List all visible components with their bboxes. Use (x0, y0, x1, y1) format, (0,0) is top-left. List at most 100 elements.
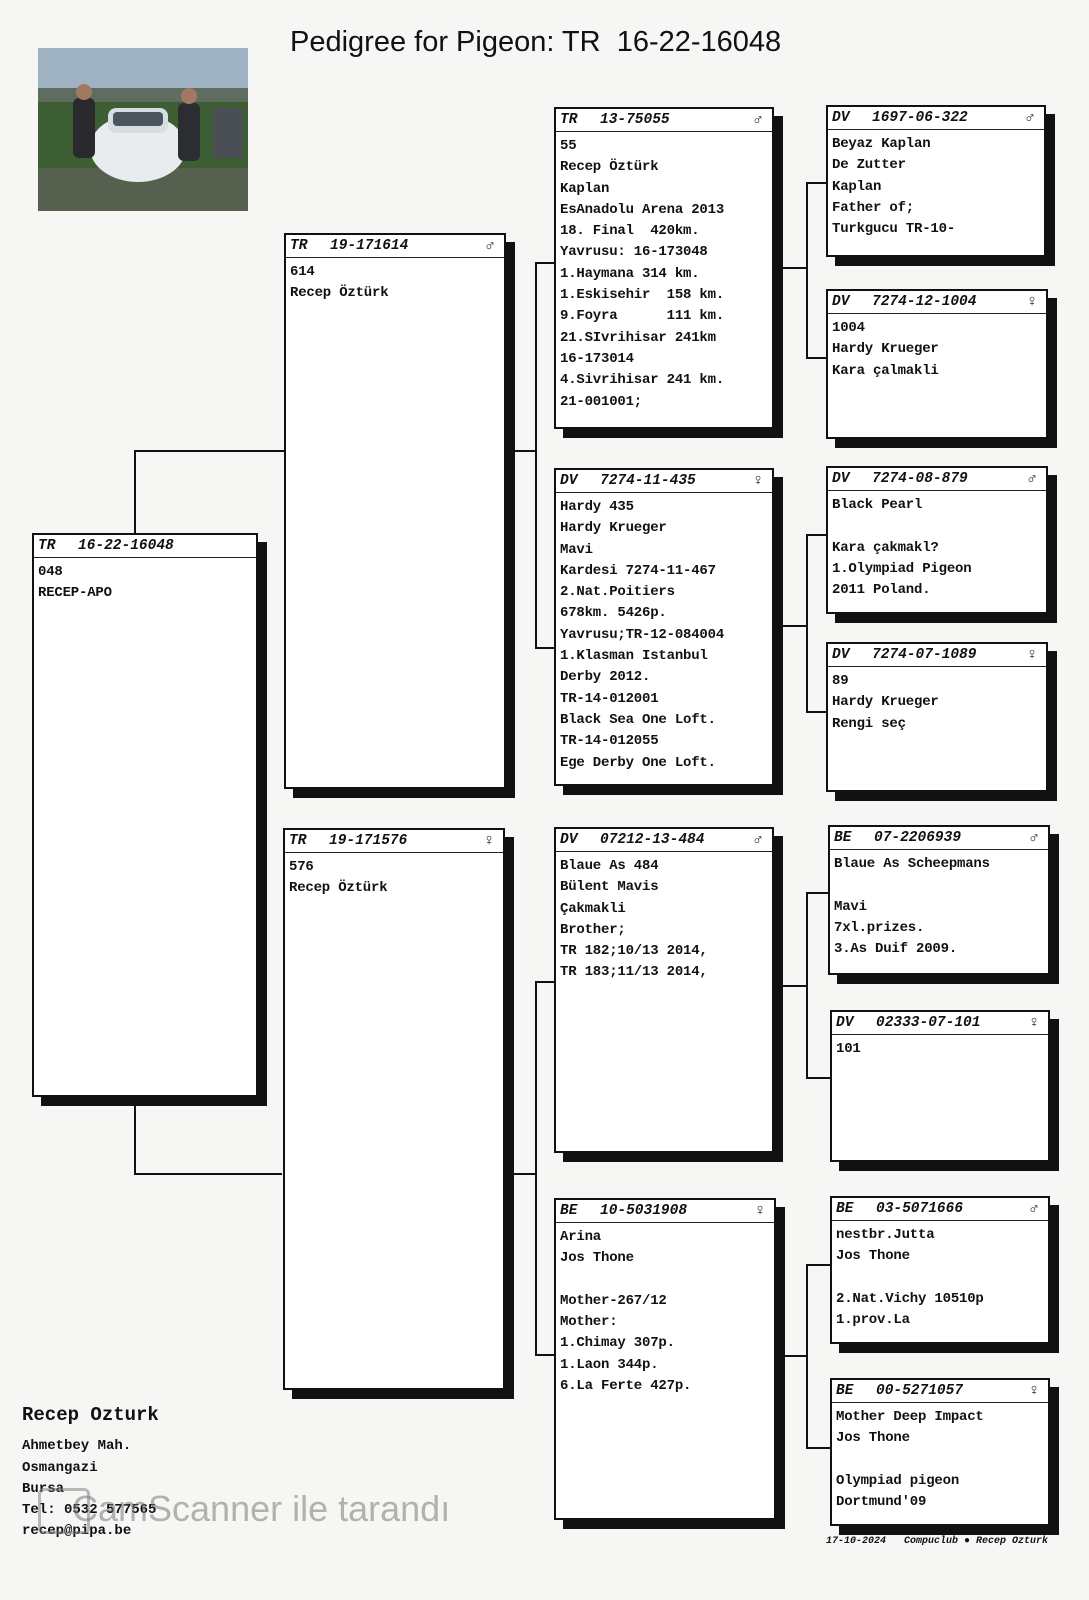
pigeon-info-line: Black Sea One Loft. (560, 711, 716, 728)
pigeon-info-line: TR 182;10/13 2014, (560, 943, 708, 960)
pigeon-info-line: De Zutter (832, 157, 906, 174)
owner-name: Recep Ozturk (22, 1404, 159, 1426)
pigeon-info-line (834, 875, 1044, 896)
pigeon-info-line: TR-14-012055 (560, 733, 659, 750)
pigeon-info-line: TR 183;11/13 2014, (560, 964, 708, 981)
pigeon-info-line: Mother Deep Impact (836, 1409, 984, 1425)
country-code: BE (836, 1383, 854, 1399)
country-code: DV (832, 471, 850, 487)
pigeon-info-line: Blaue As 484 (560, 858, 659, 874)
connector (806, 534, 827, 536)
country-code: BE (834, 830, 852, 846)
connector (134, 1173, 282, 1175)
sex-icon: ♀ (753, 472, 763, 490)
pigeon-info-line (832, 516, 1042, 537)
pigeon-info-line: 1.prov.La (836, 1312, 910, 1329)
pigeon-info-line: 6.La Ferte 427p. (560, 1378, 692, 1395)
pigeon-info-line: Yavrusu;TR-12-084004 (560, 626, 725, 643)
ring-number: 1697-06-322 (872, 110, 968, 126)
pigeon-info-line: 18. Final 420km. (560, 223, 700, 240)
pigeon-info-line: Rengi seç (832, 715, 906, 732)
pigeon-info-line: RECEP-APO (38, 585, 112, 602)
ring-number: 07212-13-484 (600, 832, 705, 848)
pigeon-info-line: TR-14-012001 (560, 690, 659, 707)
pigeon-info-line: 678km. 5426p. (560, 605, 667, 622)
pigeon-info-line: Brother; (560, 921, 626, 938)
ring-number: 19-171576 (329, 833, 408, 849)
pigeon-info-line: 048 (38, 564, 63, 580)
print-footer: 17-10-2024 Compuclub ● Recep Ozturk (826, 1536, 1049, 1547)
country-code: TR (560, 112, 578, 128)
connector (514, 450, 536, 452)
sex-icon: ♀ (755, 1202, 765, 1220)
sex-icon: ♂ (1029, 829, 1039, 847)
sex-icon: ♂ (1027, 470, 1037, 488)
pigeon-info-line: Olympiad pigeon (836, 1472, 960, 1489)
pigeon-info-line: Mother: (560, 1314, 618, 1331)
ring-number: 03-5071666 (876, 1201, 964, 1217)
pigeon-info-line: Jos Thone (560, 1250, 634, 1267)
country-code: DV (560, 832, 578, 848)
connector (783, 625, 807, 627)
ring-header: BE 07-2206939 ♂ (830, 829, 1048, 850)
country-code: TR (290, 238, 308, 254)
pigeon-info-line: Mavi (560, 541, 593, 558)
pigeon-info-line: Arina (560, 1229, 602, 1245)
connector (806, 357, 827, 359)
connector (806, 1077, 830, 1079)
ring-number: 07-2206939 (874, 830, 962, 846)
pigeon-info-line: 16-173014 (560, 350, 634, 367)
pigeon-info-line: Recep Öztürk (289, 880, 388, 897)
pigeon-info-line: 9.Foyra 111 km. (560, 308, 725, 325)
pigeon-info-line: 1.Laon 344p. (560, 1356, 659, 1373)
pigeon-info-line: Turkgucu TR-10- (832, 221, 956, 238)
pigeon-info-line: Kardesi 7274-11-467 (560, 562, 716, 579)
pigeon-info-line: 2011 Poland. (832, 582, 931, 599)
pigeon-info-line: Kaplan (560, 180, 610, 197)
pigeon-info-line: 1.Chimay 307p. (560, 1335, 675, 1352)
connector (535, 647, 555, 649)
pigeon-info-line: 2.Nat.Vichy 10510p (836, 1290, 984, 1307)
pigeon-info-line: 89 (832, 673, 849, 689)
connector (134, 1104, 136, 1174)
sex-icon: ♀ (1027, 293, 1037, 311)
pigeon-info-line: 1.Klasman Istanbul (560, 648, 708, 665)
connector (535, 1354, 555, 1356)
sex-icon: ♀ (484, 832, 494, 850)
ring-number: 13-75055 (600, 112, 670, 128)
pigeon-info-line: Kaplan (832, 178, 882, 195)
connector (783, 985, 807, 987)
pigeon-owner-photo (38, 48, 248, 211)
country-code: DV (836, 1015, 854, 1031)
pigeon-info-line: 4.Sivrihisar 241 km. (560, 372, 725, 389)
sex-icon: ♂ (1029, 1200, 1039, 1218)
connector (806, 711, 827, 713)
pigeon-info-line: Çakmakli (560, 900, 626, 917)
page-title: Pedigree for Pigeon: TR 16-22-16048 (290, 26, 782, 58)
sex-icon: ♂ (753, 111, 763, 129)
pigeon-info-line: Mother-267/12 (560, 1292, 667, 1309)
ring-number: 10-5031908 (600, 1203, 688, 1219)
